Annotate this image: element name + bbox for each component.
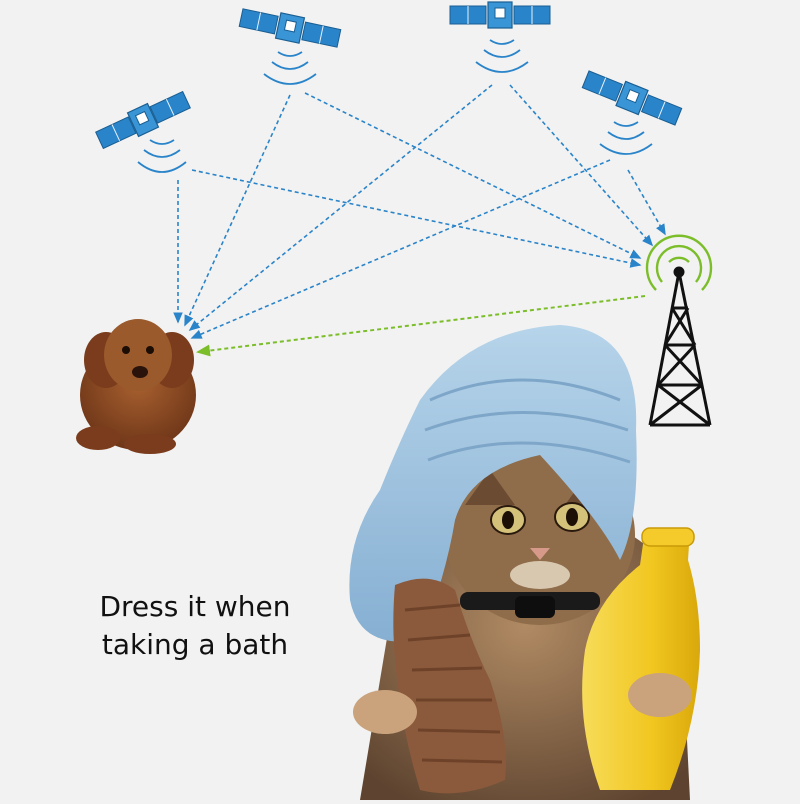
- signal-line: [190, 159, 611, 339]
- caption-line-1: Dress it when: [99, 590, 291, 623]
- banana-bottle: [582, 527, 700, 790]
- cell-tower-icon: [648, 266, 712, 427]
- satellite-icon: [581, 70, 683, 126]
- caption: Dress it when taking a bath: [70, 588, 320, 664]
- satellite-icon: [449, 1, 551, 29]
- satellite-signal-lines: [173, 84, 666, 339]
- caption-line-2: taking a bath: [101, 628, 289, 661]
- dog-illustration: [76, 319, 196, 454]
- tower-link-line: [196, 295, 646, 357]
- wireless-signal-icon: [137, 139, 187, 173]
- signal-line: [627, 169, 666, 236]
- satellite-icon: [238, 8, 342, 48]
- wireless-signal-icon: [599, 121, 653, 155]
- towel: [349, 325, 637, 642]
- wireless-signal-icon: [475, 39, 529, 73]
- cat-paw: [353, 690, 417, 734]
- cat-illustration: [349, 325, 700, 800]
- signal-line: [184, 94, 291, 327]
- signal-line: [304, 92, 642, 259]
- signal-line: [509, 84, 654, 247]
- signal-line: [188, 84, 493, 332]
- signal-line: [191, 169, 642, 268]
- wireless-signal-icon: [645, 234, 713, 291]
- gps-tracker: [515, 596, 555, 618]
- wireless-signal-icon: [263, 51, 317, 85]
- bath-sponge: [393, 578, 506, 794]
- satellite-icon: [95, 90, 191, 150]
- cat-paw: [628, 673, 692, 717]
